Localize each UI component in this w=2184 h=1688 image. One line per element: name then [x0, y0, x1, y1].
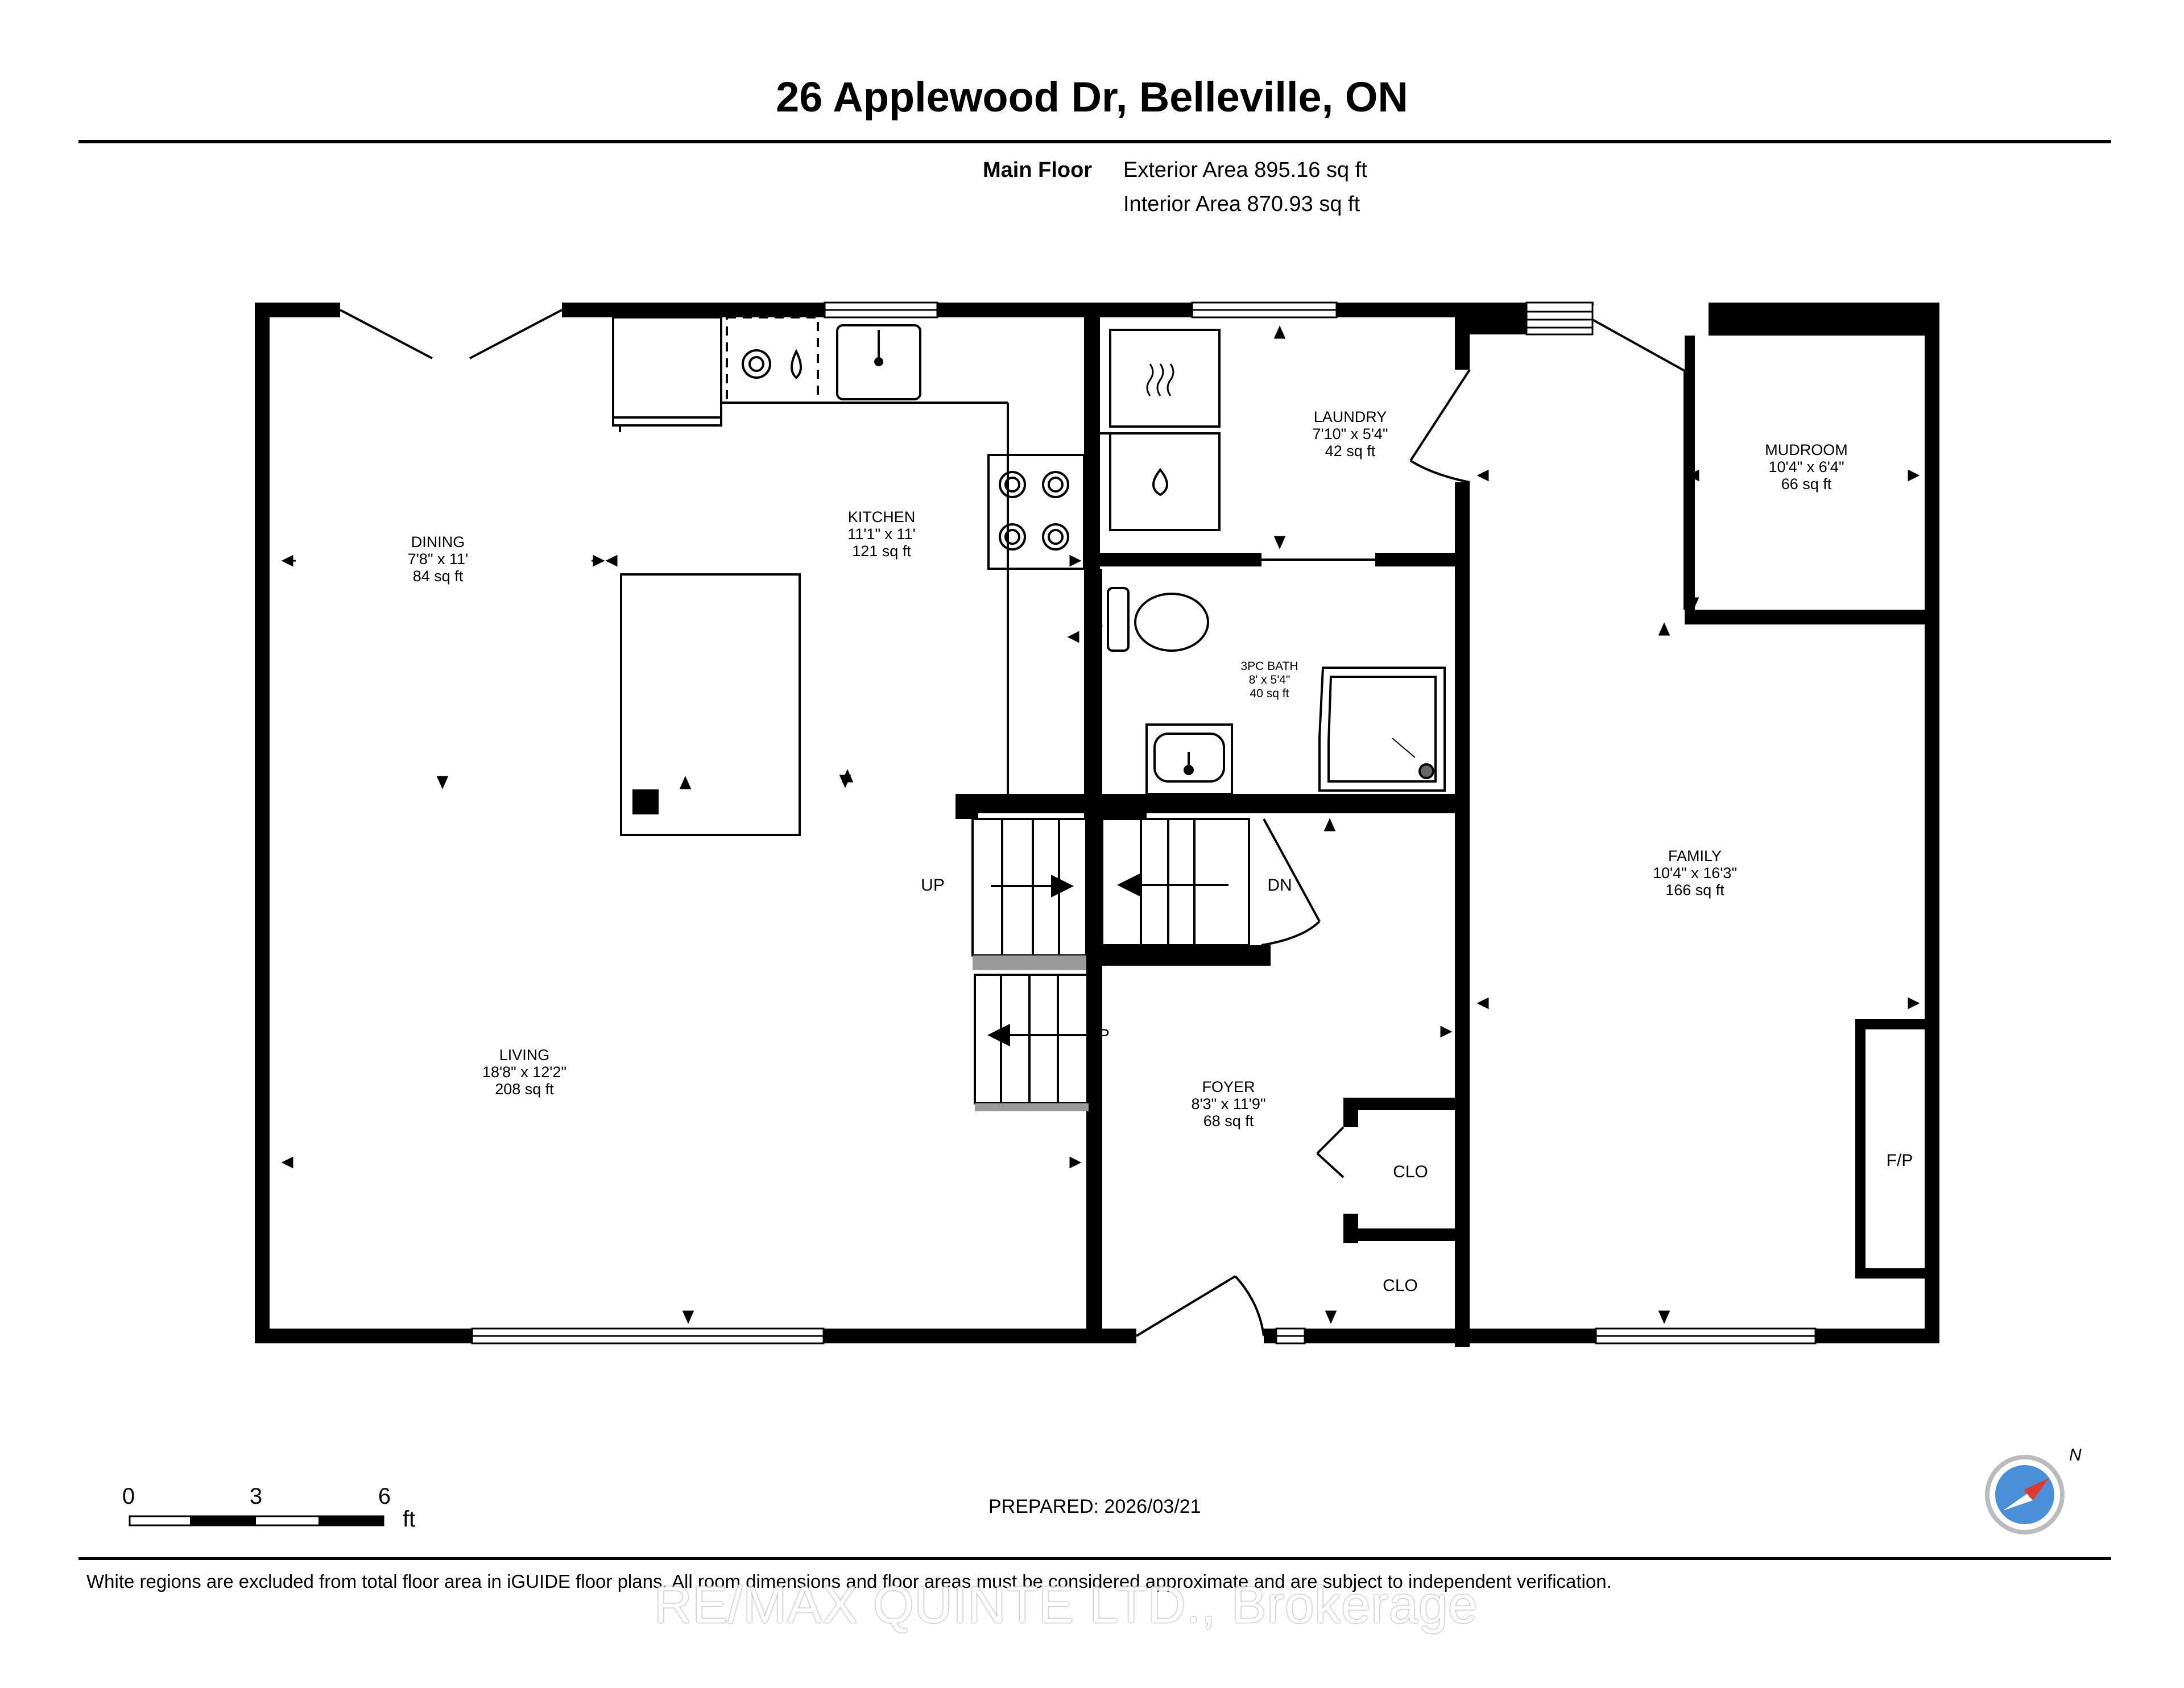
room-family-dims: 10'4" x 16'3"	[1653, 864, 1737, 882]
stair-landing	[973, 955, 1086, 970]
room-kitchen-dims: 11'1" x 11'	[847, 526, 915, 543]
room-dining-area: 84 sq ft	[413, 568, 464, 585]
floor-name: Main Floor	[983, 158, 1093, 182]
room-dining-name: DINING	[411, 533, 465, 551]
compass-north-label: N	[2069, 1446, 2082, 1464]
room-foyer-area: 68 sq ft	[1203, 1112, 1254, 1130]
label-up-1: UP	[921, 876, 945, 895]
interior-area: Interior Area 870.93 sq ft	[1123, 192, 1360, 216]
interior-walls	[956, 303, 1926, 1347]
room-family-area: 166 sq ft	[1665, 882, 1724, 899]
room-bath-dims: 8' x 5'4"	[1249, 673, 1290, 686]
stair-landing-lower	[975, 1103, 1089, 1111]
room-kitchen-name: KITCHEN	[848, 508, 916, 526]
dimension-markers	[281, 325, 1920, 1324]
room-foyer-name: FOYER	[1202, 1078, 1255, 1095]
scale-bar: 0 3 6 ft	[122, 1484, 415, 1532]
doors	[340, 309, 1686, 1337]
room-kitchen-area: 121 sq ft	[852, 543, 911, 560]
scale-mark-0: 0	[122, 1484, 135, 1509]
stairs	[971, 818, 1250, 1104]
room-bath-name: 3PC BATH	[1240, 660, 1298, 673]
room-mudroom-name: MUDROOM	[1765, 441, 1847, 458]
room-living-dims: 18'8" x 12'2"	[482, 1064, 566, 1081]
brokerage-watermark: RE/MAX QUINTE LTD., Brokerage	[654, 1576, 1478, 1634]
label-fireplace: F/P	[1887, 1151, 1913, 1170]
header-rule	[78, 140, 2111, 143]
room-mudroom-area: 66 sq ft	[1781, 475, 1832, 493]
page-title: 26 Applewood Dr, Belleville, ON	[776, 73, 1408, 121]
windows	[471, 301, 1817, 1344]
laundry-fixtures	[1086, 329, 1446, 795]
scale-mark-6: 6	[378, 1484, 391, 1509]
label-clo-1: CLO	[1393, 1162, 1428, 1181]
label-clo-2: CLO	[1383, 1276, 1418, 1295]
disclaimer-note: White regions are excluded from total fl…	[86, 1571, 1612, 1592]
label-up-2: UP	[1086, 1026, 1110, 1045]
room-family-name: FAMILY	[1668, 847, 1722, 864]
scale-unit: ft	[403, 1507, 415, 1532]
room-dining-dims: 7'8" x 11'	[408, 551, 468, 568]
room-laundry-dims: 7'10" x 5'4"	[1312, 425, 1388, 442]
prepared-date: PREPARED: 2026/03/21	[988, 1496, 1201, 1517]
island-post	[632, 789, 659, 814]
room-living-area: 208 sq ft	[495, 1081, 554, 1098]
room-laundry-area: 42 sq ft	[1325, 442, 1376, 460]
exterior-area: Exterior Area 895.16 sq ft	[1123, 158, 1367, 182]
label-dn: DN	[1267, 876, 1292, 895]
room-mudroom-dims: 10'4" x 6'4"	[1768, 458, 1844, 475]
scale-mark-3: 3	[250, 1484, 262, 1509]
exterior-walls	[255, 303, 1939, 1343]
footer-rule	[78, 1557, 2111, 1560]
room-foyer-dims: 8'3" x 11'9"	[1191, 1095, 1265, 1112]
room-bath-area: 40 sq ft	[1250, 687, 1289, 700]
room-living-name: LIVING	[499, 1046, 550, 1064]
compass-icon: N	[1985, 1446, 2082, 1534]
kitchen-fixtures	[612, 316, 1085, 836]
room-laundry-name: LAUNDRY	[1314, 408, 1387, 425]
